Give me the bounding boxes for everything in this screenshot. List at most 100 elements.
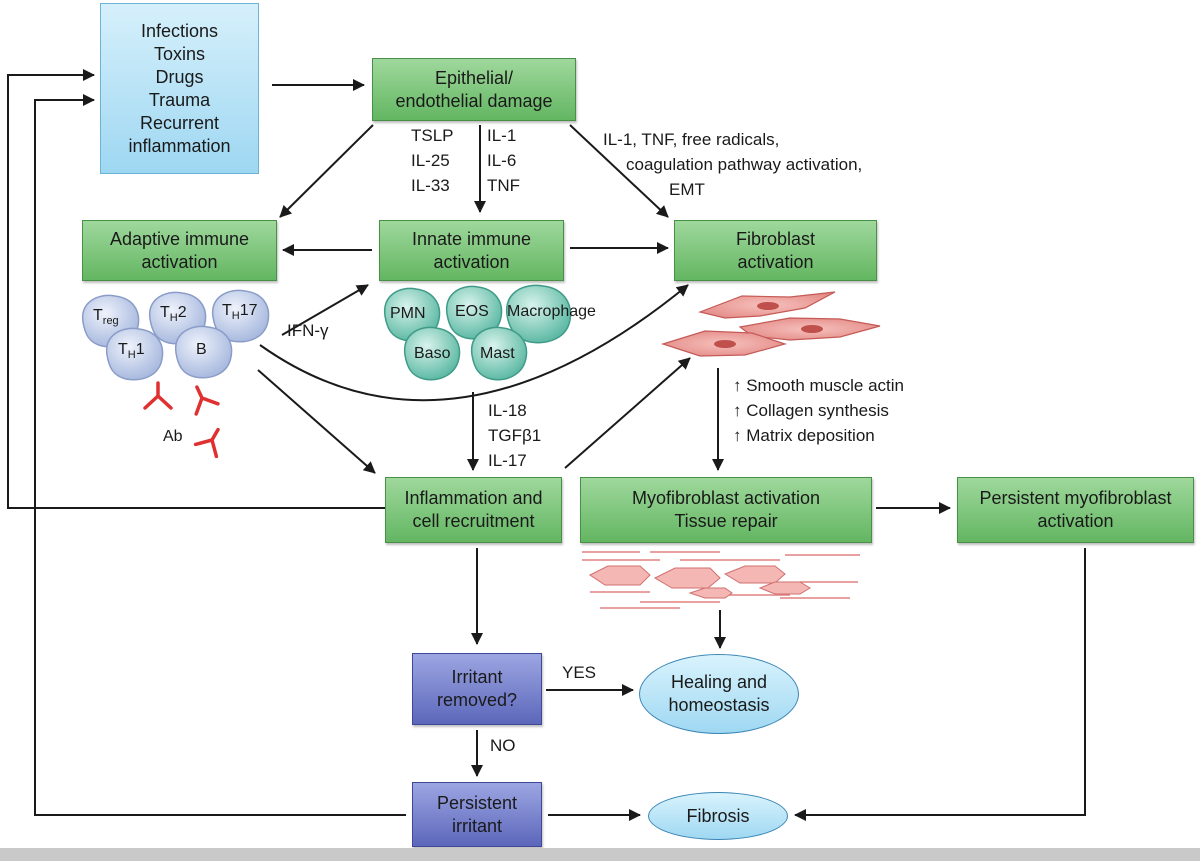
th2-label: TH2 (160, 304, 187, 325)
cytokines-mid: IL-1 IL-6 TNF (487, 123, 520, 198)
inflammation-line-2: cell recruitment (412, 511, 535, 531)
irritant-removed-box: Irritant removed? (412, 653, 542, 725)
innate-line-1: Innate immune (411, 228, 532, 249)
connector-arrows (7, 69, 1086, 821)
cytokines-right-line-2: coagulation pathway activation, (626, 155, 863, 174)
fibrosis-oval: Fibrosis (648, 792, 788, 840)
cytokines-right-line-1: IL-1, TNF, free radicals, (603, 130, 780, 149)
irritant-drugs: Drugs (155, 66, 204, 87)
pmn-label: PMN (390, 305, 426, 322)
arrow-inflammation-feedback (7, 69, 388, 509)
innate-line-2: activation (433, 251, 510, 272)
ifn-gamma-label: IFN-γ (287, 321, 329, 340)
persistent-myofibroblast-box: Persistent myofibroblast activation (957, 477, 1194, 543)
adaptive-cells (82, 289, 270, 381)
irritant-trauma: Trauma (148, 89, 211, 110)
eos-label: EOS (455, 303, 489, 320)
epithelial-damage-box: Epithelial/ endothelial damage (372, 58, 576, 121)
matrix-lines (582, 551, 860, 609)
mast-cell (471, 326, 528, 381)
cytokines-lower: IL-18 TGFβ1 IL-17 (488, 398, 541, 473)
b-label: B (196, 341, 207, 358)
cytokine-tgfb1: TGFβ1 (488, 426, 542, 445)
cytokine-il6: IL-6 (487, 151, 517, 170)
inflammation-line-1: Inflammation and (404, 488, 543, 508)
eos-cell (446, 285, 503, 340)
mast-label: Mast (480, 345, 515, 362)
persistent-irritant-box: Persistent irritant (412, 782, 542, 847)
arrow-inflammation-to-fibroblast (564, 357, 691, 469)
persistent-myo-line-2: activation (1037, 511, 1114, 531)
persistent-irritant-line-2: irritant (451, 815, 502, 836)
fibrosis-label: Fibrosis (686, 805, 750, 826)
irritants-box: Infections Toxins Drugs Trauma Recurrent… (100, 3, 259, 174)
tissue-repair-illustration (582, 551, 860, 609)
fibroblast-cells (661, 291, 881, 357)
arrow-adaptive-to-fibroblast (259, 284, 689, 402)
fibroblast-nuclei (714, 302, 823, 348)
cytokine-il33: IL-33 (411, 176, 450, 195)
ab-label: Ab (163, 428, 183, 445)
myofibroblast-line-1: Myofibroblast activation (631, 488, 821, 508)
irritant-infections: Infections (140, 20, 219, 41)
healing-oval: Healing and homeostasis (639, 654, 799, 734)
arrow-adaptive-to-inflammation (257, 369, 376, 474)
th1-cell (106, 327, 164, 381)
irritant-toxins: Toxins (153, 43, 206, 64)
healing-line-1: Healing and (670, 672, 768, 692)
cytokine-tnf: TNF (487, 176, 521, 195)
bottom-bar (0, 848, 1200, 861)
cytokine-il17: IL-17 (488, 451, 527, 470)
arrow-ifn-to-innate (281, 284, 369, 336)
arrow-epithelial-to-adaptive (279, 124, 374, 218)
cytokines-left: TSLP IL-25 IL-33 (411, 123, 454, 198)
effect-collagen-synthesis: ↑ Collagen synthesis (733, 401, 889, 420)
fibroblast-effects: ↑ Smooth muscle actin ↑ Collagen synthes… (733, 373, 904, 448)
yes-label: YES (562, 663, 597, 682)
fibroblast-line-2: activation (737, 251, 814, 272)
irritant-removed-line-2: removed? (436, 690, 518, 710)
antibodies (143, 381, 220, 459)
effect-smooth-muscle-actin: ↑ Smooth muscle actin (733, 376, 905, 395)
antibody-3 (193, 427, 220, 459)
epithelial-line-1: Epithelial/ (434, 67, 514, 88)
persistent-irritant-line-1: Persistent (436, 792, 518, 813)
antibody-2 (194, 385, 220, 416)
baso-cell (404, 326, 461, 381)
arrow-persistent-myo-to-fibrosis (794, 548, 1086, 821)
innate-cells (384, 284, 572, 381)
adaptive-line-2: activation (141, 251, 218, 272)
epithelial-line-2: endothelial damage (395, 90, 553, 111)
myofibroblast-box: Myofibroblast activation Tissue repair (580, 477, 872, 543)
macrophage-label: Macrophage (507, 303, 596, 320)
myofibroblast-line-2: Tissue repair (674, 511, 778, 531)
cytokine-il18: IL-18 (488, 401, 527, 420)
persistent-myo-line-1: Persistent myofibroblast (979, 488, 1172, 508)
th17-label: TH17 (222, 302, 258, 323)
arrow-epithelial-to-fibroblast (569, 124, 669, 218)
arrow-persistent-irritant-feedback (34, 94, 406, 816)
adaptive-line-1: Adaptive immune (109, 228, 250, 249)
irritant-recurrent: Recurrent (139, 112, 220, 133)
fibroblast-line-1: Fibroblast (735, 228, 816, 249)
treg-label: Treg (93, 307, 119, 328)
repair-cells (589, 565, 811, 599)
irritant-removed-line-1: Irritant (451, 667, 503, 687)
fibroblast-box: Fibroblast activation (674, 220, 877, 281)
effect-matrix-deposition: ↑ Matrix deposition (733, 426, 875, 445)
antibody-1 (143, 381, 173, 410)
adaptive-immune-box: Adaptive immune activation (82, 220, 277, 281)
baso-label: Baso (414, 345, 451, 362)
th1-label: TH1 (118, 341, 145, 362)
cytokine-il1: IL-1 (487, 126, 517, 145)
no-label: NO (490, 736, 516, 755)
healing-line-2: homeostasis (668, 695, 770, 715)
b-cell (175, 325, 233, 379)
cytokine-tslp: TSLP (411, 126, 454, 145)
irritant-inflammation: inflammation (128, 135, 231, 156)
inflammation-box: Inflammation and cell recruitment (385, 477, 562, 543)
cytokine-il25: IL-25 (411, 151, 450, 170)
innate-immune-box: Innate immune activation (379, 220, 564, 281)
